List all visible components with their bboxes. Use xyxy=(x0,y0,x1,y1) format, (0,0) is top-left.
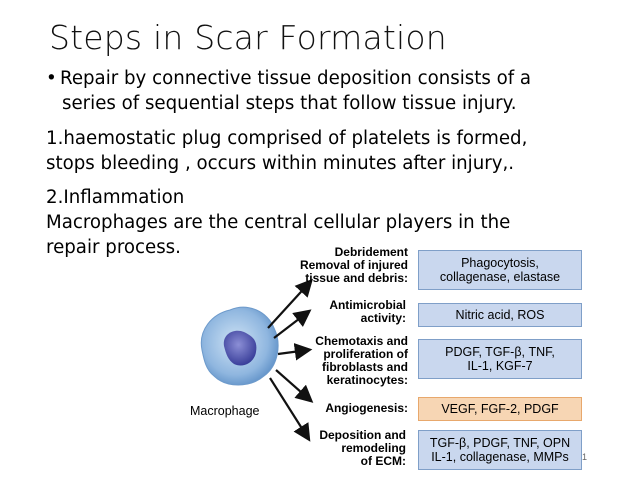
mediator-box-ecm: TGF-β, PDGF, TNF, OPN IL-1, collagenase,… xyxy=(418,430,582,470)
bullet-paragraph: •Repair by connective tissue deposition … xyxy=(46,66,626,116)
bullet-line-1: Repair by connective tissue deposition c… xyxy=(60,68,532,89)
mediator-box-debridement: Phagocytosis, collagenase, elastase xyxy=(418,250,582,290)
function-label-angiogenesis: Angiogenesis: xyxy=(325,401,408,415)
arrow-angiogenesis xyxy=(275,369,314,403)
bullet-dot-icon: • xyxy=(46,68,57,89)
step-1-line-2: stops bleeding , occurs within minutes a… xyxy=(46,153,515,174)
arrow-ecm xyxy=(269,377,311,442)
arrow-antimicrobial xyxy=(273,309,312,339)
step-2-line-1: Macrophages are the central cellular pla… xyxy=(46,212,511,233)
function-label-ecm: Deposition and remodeling of ECM: xyxy=(319,428,406,468)
bullet-line-2: series of sequential steps that follow t… xyxy=(62,93,517,114)
step-1-line-1: 1.haemostatic plug comprised of platelet… xyxy=(46,128,528,149)
function-label-chemotaxis: Chemotaxis and proliferation of fibrobla… xyxy=(315,334,408,387)
step-2-heading: 2.Inflammation xyxy=(46,187,185,208)
function-label-debridement: Debridement Removal of injured tissue an… xyxy=(299,245,408,285)
step-2-paragraph: 2.Inflammation Macrophages are the centr… xyxy=(46,185,636,260)
macrophage-cell-icon xyxy=(200,306,279,386)
arrow-chemotaxis xyxy=(277,343,313,361)
mediator-box-antimicrobial: Nitric acid, ROS xyxy=(418,303,582,327)
page-number: 1 xyxy=(582,452,588,462)
step-2-line-2: repair process. xyxy=(46,237,181,258)
function-label-antimicrobial: Antimicrobial activity: xyxy=(329,298,406,325)
slide-title: Steps in Scar Formation xyxy=(49,18,447,57)
arrow-debridement xyxy=(267,278,313,329)
mediator-box-chemotaxis: PDGF, TGF-β, TNF, IL-1, KGF-7 xyxy=(418,339,582,379)
macrophage-label: Macrophage xyxy=(190,404,260,418)
mediator-box-angiogenesis: VEGF, FGF-2, PDGF xyxy=(418,397,582,421)
macrophage-diagram: Macrophage Debridement Removal of injure… xyxy=(190,242,590,474)
step-1-paragraph: 1.haemostatic plug comprised of platelet… xyxy=(46,126,636,176)
function-arrows xyxy=(267,278,314,442)
diagram-graphics xyxy=(200,278,314,442)
